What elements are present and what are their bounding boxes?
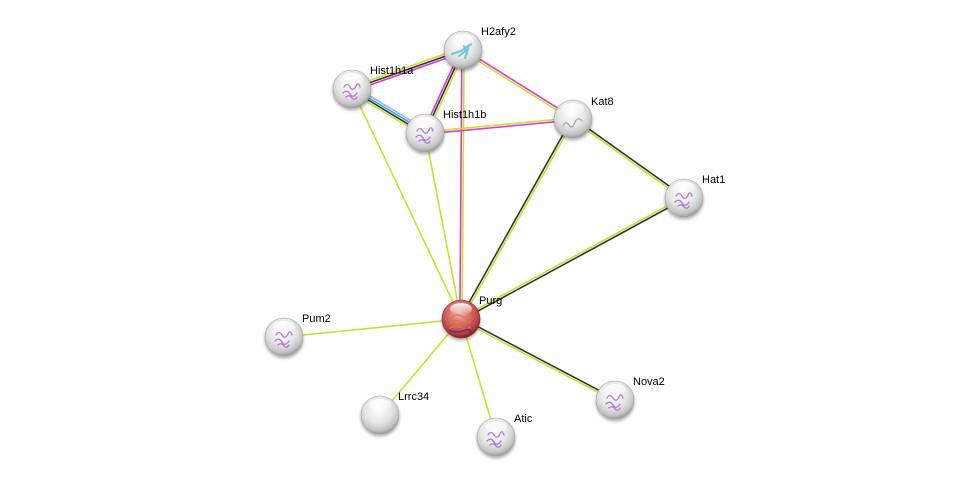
node-highlight — [562, 103, 584, 115]
edge-hist1h1b-purg[interactable] — [424, 132, 462, 320]
edge-purg-pum2[interactable] — [283, 318, 462, 338]
edge-kat8-purg[interactable] — [459, 118, 575, 320]
edge-evidence-textmining — [461, 50, 465, 320]
node-highlight — [673, 182, 695, 194]
node-label: H2afy2 — [481, 26, 516, 38]
edge-evidence-experiments — [352, 51, 464, 92]
edge-evidence-coexpression — [573, 117, 686, 198]
node-label: Atic — [514, 413, 533, 425]
edge-kat8-hat1[interactable] — [571, 117, 686, 200]
edge-evidence-textmining — [351, 47, 463, 88]
edge-evidence-experiments — [463, 48, 575, 119]
node-lrrc34[interactable]: Lrrc34 — [360, 391, 429, 435]
node-label: Hist1h1b — [443, 109, 486, 121]
node-highlight — [452, 34, 474, 46]
node-hist1h1b[interactable]: Hist1h1b — [405, 109, 486, 153]
node-label: Hist1h1a — [370, 65, 414, 77]
node-label: Pum2 — [302, 313, 331, 325]
edge-h2afy2-kat8[interactable] — [461, 48, 575, 121]
node-h2afy2[interactable]: H2afy2 — [443, 26, 516, 70]
edge-purg-nova2[interactable] — [460, 317, 616, 402]
node-highlight — [604, 384, 626, 396]
edge-evidence-textmining — [351, 88, 462, 320]
edge-evidence-textmining — [460, 196, 684, 319]
edge-evidence-textmining — [460, 318, 497, 438]
protein-structure-icon — [451, 43, 472, 59]
node-label: Kat8 — [591, 96, 614, 108]
edge-evidence-textmining — [283, 318, 462, 338]
protein-structure-icon — [562, 118, 583, 128]
edge-evidence-textmining — [460, 319, 615, 402]
node-highlight — [369, 399, 391, 411]
edge-evidence-coexpression — [351, 49, 464, 90]
node-hist1h1a[interactable]: Hist1h1a — [332, 65, 414, 109]
edge-evidence-textmining — [461, 50, 573, 121]
node-label: Nova2 — [633, 376, 665, 388]
edge-evidence-textmining — [379, 318, 462, 416]
edge-evidence-coexpression — [461, 317, 616, 400]
node-label: Hat1 — [702, 174, 725, 186]
protein-structure-icon — [448, 328, 472, 333]
node-highlight — [485, 421, 507, 433]
node-atic[interactable]: Atic — [476, 413, 533, 457]
edge-hist1h1b-kat8[interactable] — [424, 117, 574, 135]
node-kat8[interactable]: Kat8 — [553, 96, 614, 139]
edge-h2afy2-purg[interactable] — [459, 49, 465, 320]
node-purg[interactable]: Purg — [441, 295, 502, 339]
edge-evidence-coexpression — [461, 198, 685, 321]
edge-evidence-experiments — [459, 49, 463, 319]
edge-purg-lrrc34[interactable] — [379, 318, 462, 416]
node-highlight — [341, 73, 363, 85]
edge-purg-atic[interactable] — [460, 318, 497, 438]
edge-evidence-textmining — [424, 132, 462, 320]
edge-hist1h1a-purg[interactable] — [351, 88, 462, 320]
node-nova2[interactable]: Nova2 — [595, 376, 665, 420]
edge-evidence-coexpression — [459, 118, 573, 319]
node-label: Purg — [479, 295, 502, 307]
edge-evidence-experiments — [425, 119, 574, 135]
edge-hat1-purg[interactable] — [460, 196, 685, 321]
edge-evidence-textmining — [461, 119, 575, 320]
node-highlight — [273, 321, 295, 333]
edge-hist1h1a-h2afy2[interactable] — [351, 47, 464, 92]
node-hat1[interactable]: Hat1 — [664, 174, 725, 218]
node-pum2[interactable]: Pum2 — [264, 313, 331, 357]
edge-evidence-textmining — [571, 119, 684, 200]
node-highlight — [450, 303, 472, 315]
node-label: Lrrc34 — [398, 391, 429, 403]
node-highlight — [414, 117, 436, 129]
edge-evidence-textmining — [424, 117, 573, 133]
